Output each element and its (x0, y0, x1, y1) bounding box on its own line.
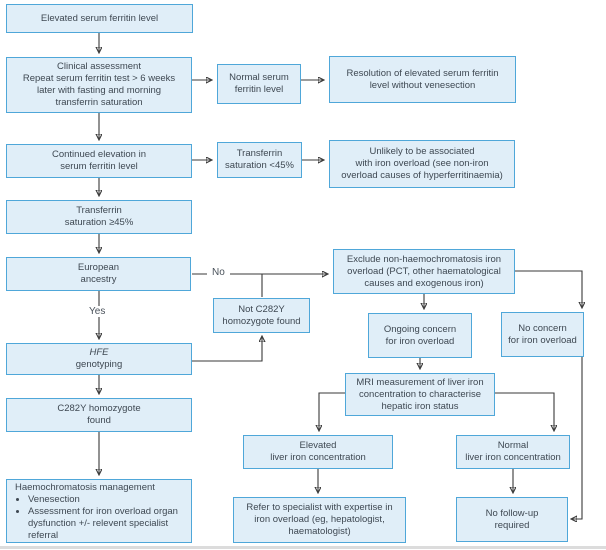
node-text: iron overload (eg, hepatologist, (254, 514, 385, 525)
node-text: No concern (518, 322, 567, 334)
node-text: Repeat serum ferritin test > 6 weeks (22, 73, 176, 84)
node-text: Transferrin (236, 148, 283, 159)
node-text: C282Y homozygote (57, 403, 141, 414)
node-text: Not C282Y (238, 303, 285, 315)
node-text: European (77, 262, 120, 273)
node-text: found (87, 415, 111, 426)
node-text: Normal serum (229, 72, 289, 83)
node-text: hepatic iron status (381, 400, 459, 412)
node-text: ancestry (80, 274, 117, 285)
node-transferrin-saturation-lt45: Transferrin saturation <45% (217, 142, 302, 178)
node-text: Elevated serum ferritin level (40, 12, 159, 24)
node-text: causes and exogenous iron) (364, 277, 484, 289)
edge-label-no: No (207, 267, 230, 278)
node-text: MRI measurement of liver iron (356, 376, 484, 388)
bullet-item: Venesection (28, 494, 185, 506)
node-text: liver iron concentration (270, 452, 366, 463)
node-exclude-non-haemochromatosis: Exclude non-haemochromatosis iron overlo… (333, 249, 515, 294)
bottom-divider (0, 546, 606, 549)
node-normal-serum-ferritin: Normal serum ferritin level (217, 64, 301, 104)
node-text: with iron overload (see non-iron (355, 158, 489, 169)
node-text-hfe-gene: HFE (89, 347, 109, 358)
node-not-c282y-homozygote: Not C282Y homozygote found (213, 298, 310, 333)
node-text: saturation <45% (225, 160, 294, 171)
node-text: Transferrin (76, 205, 122, 216)
node-text: required (494, 519, 530, 531)
node-text: liver iron concentration (465, 452, 561, 463)
node-elevated-serum-ferritin: Elevated serum ferritin level (6, 4, 193, 33)
node-text: Elevated (299, 440, 337, 451)
connector-no-concern-to-no-followup (572, 357, 583, 519)
node-text: ferritin level (234, 84, 284, 95)
node-mri-liver-iron: MRI measurement of liver iron concentrat… (345, 373, 495, 416)
node-text: saturation ≥45% (64, 217, 134, 228)
node-no-followup-required: No follow-up required (456, 497, 568, 542)
node-text: concentration to characterise (359, 388, 481, 400)
node-ongoing-concern: Ongoing concern for iron overload (368, 313, 472, 358)
node-text: overload causes of hyperferritinaemia) (341, 170, 503, 181)
node-european-ancestry: European ancestry (6, 257, 191, 291)
connector-mri-to-elevated-liver (319, 392, 345, 430)
node-no-concern: No concern for iron overload (501, 312, 584, 357)
node-transferrin-saturation-ge45: Transferrin saturation ≥45% (6, 200, 192, 234)
node-c282y-homozygote-found: C282Y homozygote found (6, 398, 192, 432)
node-clinical-assessment: Clinical assessment Repeat serum ferriti… (6, 57, 192, 113)
node-text: Resolution of elevated serum ferritin (346, 67, 499, 79)
node-text: Refer to specialist with expertise in (246, 502, 393, 513)
node-text: for iron overload (385, 335, 455, 347)
node-unlikely-iron-overload: Unlikely to be associated with iron over… (329, 140, 515, 188)
node-text: serum ferritin level (60, 161, 138, 172)
node-refer-to-specialist: Refer to specialist with expertise in ir… (233, 497, 406, 543)
node-resolution-without-venesection: Resolution of elevated serum ferritin le… (329, 56, 516, 103)
node-text: Unlikely to be associated (369, 146, 475, 157)
connector-mri-to-normal-liver (495, 392, 554, 430)
node-text: Exclude non-haemochromatosis iron (346, 253, 502, 265)
node-text: level without venesection (369, 79, 476, 91)
management-bullet-list: Venesection Assessment for iron overload… (15, 494, 185, 542)
node-text: homozygote found (222, 315, 301, 327)
node-title: Haemochromatosis management (15, 481, 155, 493)
node-text: overload (PCT, other haematological (347, 265, 501, 277)
node-normal-liver-iron: Normal liver iron concentration (456, 435, 570, 469)
node-haemochromatosis-management: Haemochromatosis management Venesection … (6, 479, 192, 543)
node-text: Continued elevation in (51, 149, 146, 160)
node-text: later with fasting and morning (36, 85, 162, 96)
node-text: for iron overload (508, 334, 577, 346)
node-text: transferrin saturation (55, 97, 143, 108)
bullet-item: Assessment for iron overload organ dysfu… (28, 506, 185, 542)
node-elevated-liver-iron: Elevated liver iron concentration (243, 435, 393, 469)
node-text: Clinical assessment (57, 61, 141, 72)
connector-exclude-to-no-concern (515, 270, 582, 307)
node-text: genotyping (75, 359, 123, 370)
node-continued-elevation: Continued elevation in serum ferritin le… (6, 144, 192, 178)
node-text: haematologist) (288, 526, 351, 537)
node-text: No follow-up (485, 507, 539, 519)
node-text: Ongoing concern (383, 323, 457, 335)
edge-label-yes: Yes (84, 306, 111, 317)
node-text: Normal (497, 440, 529, 451)
connector-hfe-to-not-c282y (192, 337, 262, 362)
node-hfe-genotyping: HFE genotyping (6, 343, 192, 375)
